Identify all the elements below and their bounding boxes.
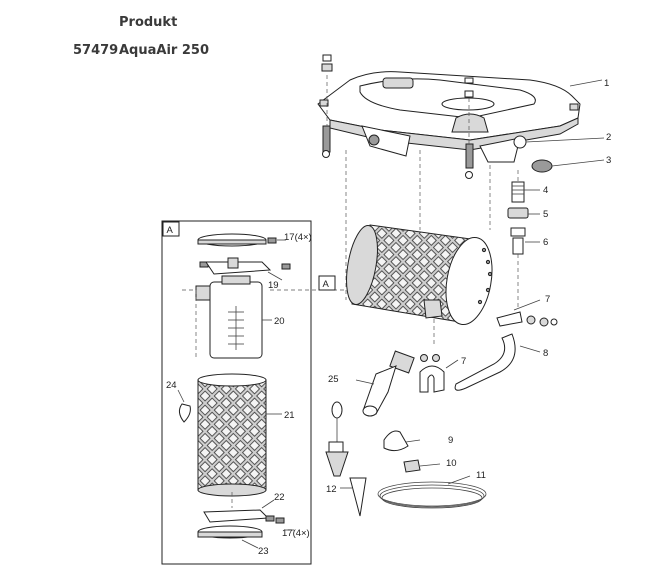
column-header-product: Produkt [119,15,178,30]
tubing-coil-part-11 [377,481,487,509]
callout-17-top: 17(4×) [284,232,312,243]
leader-24 [177,389,185,403]
callout-19: 19 [268,280,279,291]
inset-frame [161,220,312,565]
callout-5: 5 [543,209,548,220]
clip-part-10 [403,459,421,473]
leader-23 [241,539,259,549]
assembly-marker-box [318,275,336,291]
leader-11 [447,475,471,485]
leader-1 [569,79,603,87]
inset-marker: A [167,225,174,236]
mount-plate-part-19 [205,257,272,275]
callout-7b: 7 [461,356,466,367]
screws-top-17 [199,237,291,270]
product-code: 57479 [73,43,119,58]
screw-bottom-left [322,125,331,158]
callout-6: 6 [543,237,548,248]
leader-9 [405,439,421,443]
callout-22: 22 [274,492,285,503]
callout-1: 1 [604,78,609,89]
leader-2 [525,137,605,143]
callout-21: 21 [284,410,295,421]
filter-cylinder-assembly [346,224,493,325]
callout-11: 11 [476,470,486,481]
screw-top-middle [464,77,474,98]
callout-10: 10 [446,458,457,469]
plug-part-2 [513,135,527,149]
assembly-marker: A [323,279,330,290]
screw-top-left [321,54,333,72]
leader-22 [261,499,275,509]
top-disc [197,233,267,247]
leader-7a [513,299,541,311]
callout-24: 24 [166,380,177,391]
inset-align-line [182,289,197,360]
connector-part-6 [510,227,526,255]
callout-12: 12 [326,484,337,495]
callout-8: 8 [543,348,548,359]
bottom-plate-part-22 [203,509,285,524]
leader-19 [267,271,283,281]
nozzle-part-4 [511,181,525,203]
leader-3 [551,159,605,167]
callout-9: 9 [448,435,453,446]
bottom-ring-part-23 [197,525,263,539]
carabiner-part-9 [383,430,409,452]
pump-part-20 [195,275,263,359]
callout-7a: 7 [545,294,550,305]
inset-marker-box [162,221,180,237]
seal-ring-part-24 [178,403,191,423]
callout-25: 25 [328,374,339,385]
callout-20: 20 [274,316,285,327]
leader-7b [445,359,459,369]
fastener-left [368,134,380,146]
clamp-part-7-upper [496,311,558,327]
hose-part-8 [454,333,516,391]
elbow-fitting-part-25 [362,350,415,417]
callout-4: 4 [543,185,548,196]
callout-17-bottom: 17(4×) [282,528,310,539]
clamp-part-7-lower [419,354,445,393]
knob-part-3 [531,159,553,173]
leader-8 [519,345,541,353]
screw-bottom-middle [465,143,474,179]
callout-23: 23 [258,546,269,557]
housing-lid [317,71,581,163]
nut-part-5 [507,207,529,219]
filter-mesh-part-21 [197,373,267,497]
product-name: AquaAir 250 [119,43,209,58]
leader-25 [355,379,375,385]
stake-part-12 [325,401,367,517]
callout-2: 2 [606,132,611,143]
leader-10 [419,463,441,467]
callout-3: 3 [606,155,611,166]
